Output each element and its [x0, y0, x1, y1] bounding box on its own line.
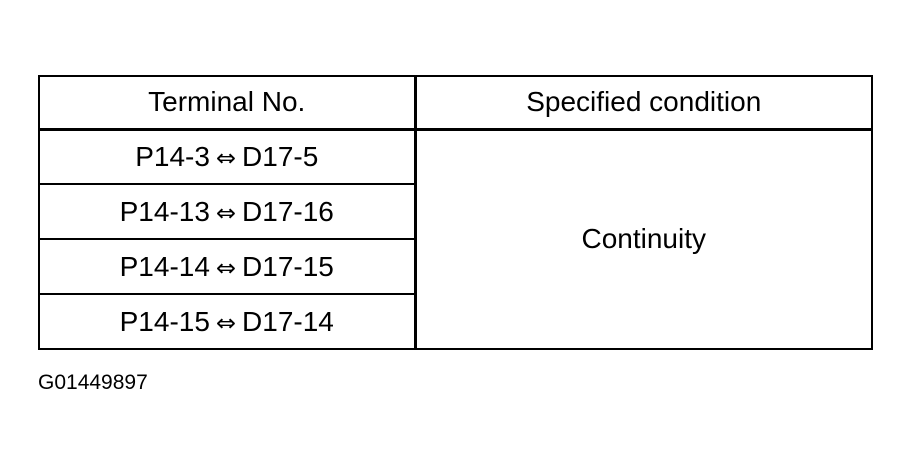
table-row: P14-14⇔D17-15	[38, 238, 872, 295]
specified-condition-header: Specified condition	[414, 75, 873, 131]
terminal-to: D17-5	[242, 140, 319, 172]
terminal-from: P14-14	[119, 250, 210, 282]
header-row: Terminal No. Specified condition	[38, 75, 873, 131]
terminal-no-header: Terminal No.	[38, 75, 417, 131]
figure-id: G01449897	[38, 371, 148, 394]
table-row: P14-3⇔D17-5 Continuity	[38, 128, 873, 350]
terminal-pair-cell: P14-15⇔D17-14	[38, 293, 417, 350]
table-row: P14-13⇔D17-16	[38, 183, 872, 240]
condition-cell: Continuity	[414, 128, 873, 350]
terminal-pair-cell: P14-14⇔D17-15	[38, 238, 417, 295]
terminal-from: P14-3	[135, 140, 210, 172]
double-arrow-icon: ⇔	[215, 253, 237, 282]
double-arrow-icon: ⇔	[215, 198, 237, 227]
terminal-pair-cell: P14-3⇔D17-5	[38, 128, 417, 185]
terminal-to: D17-15	[242, 250, 334, 282]
terminal-specification-table: Terminal No. Specified condition P14-3⇔D…	[38, 75, 873, 350]
terminal-from: P14-15	[119, 305, 210, 337]
terminal-from: P14-13	[119, 195, 210, 227]
double-arrow-icon: ⇔	[215, 143, 237, 172]
terminal-to: D17-16	[242, 195, 334, 227]
double-arrow-icon: ⇔	[215, 308, 237, 337]
terminal-to: D17-14	[242, 305, 334, 337]
table-row: P14-15⇔D17-14	[38, 293, 872, 350]
terminal-pair-cell: P14-13⇔D17-16	[38, 183, 417, 240]
